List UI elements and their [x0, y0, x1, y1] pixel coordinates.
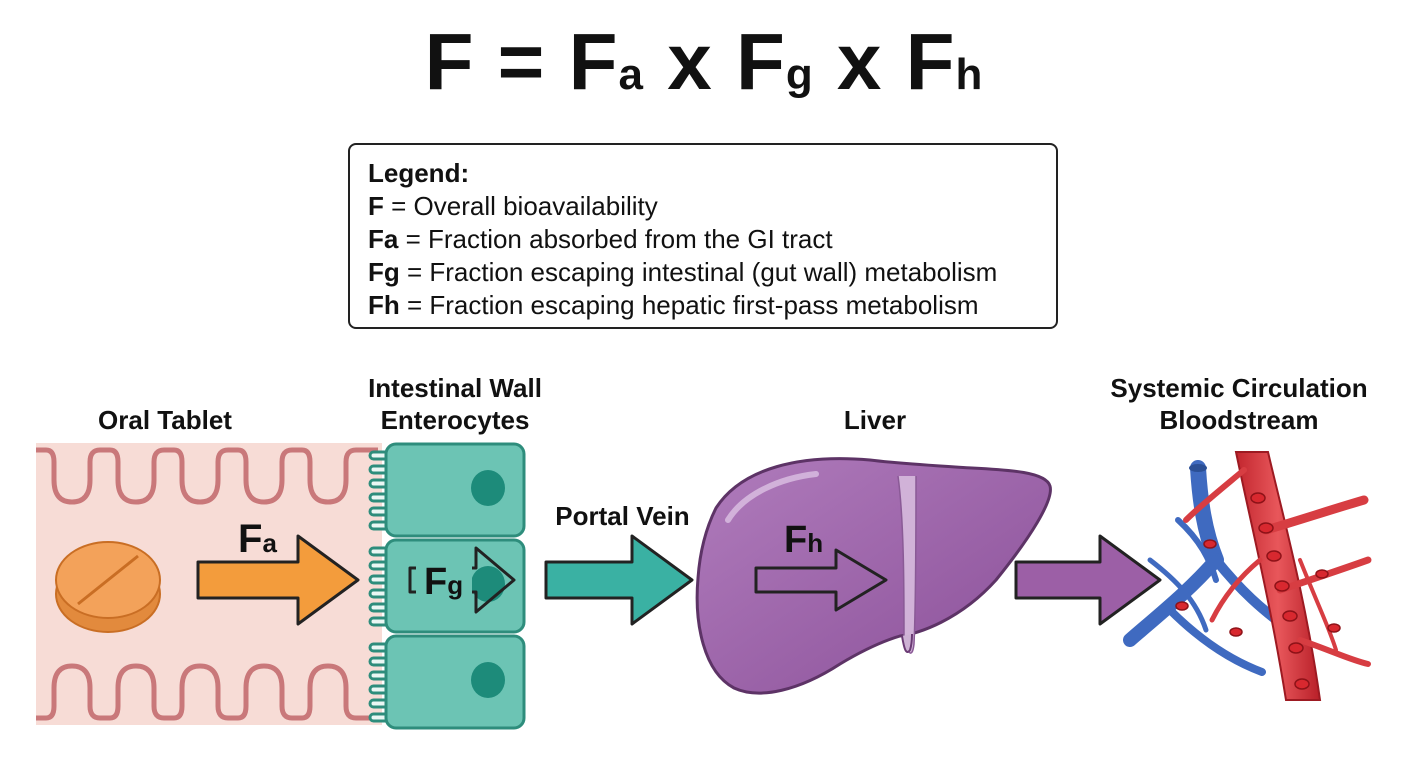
liver-organ — [695, 457, 1052, 695]
fa-label-main: F — [238, 517, 262, 561]
fa-label-sub: a — [262, 528, 277, 558]
vein-network — [1123, 460, 1295, 676]
portal-arrow-shape — [544, 534, 694, 626]
formula-equals: = — [474, 17, 569, 106]
label-intestinal-wall: Intestinal Wall Enterocytes — [340, 372, 570, 436]
formula-f: F — [424, 17, 475, 106]
nucleus-1 — [471, 470, 505, 506]
label-liver: Liver — [843, 405, 907, 435]
oral-tablet-pill — [55, 541, 161, 633]
fh-arrow-shape — [754, 548, 888, 612]
formula-fa-main: F — [568, 17, 619, 106]
formula-fa-sub: a — [618, 50, 644, 99]
legend-item-fh: Fh = Fraction escaping hepatic first-pas… — [368, 289, 1038, 322]
villi-top — [36, 447, 378, 505]
fa-arrow — [196, 534, 360, 626]
portal-vein-arrow — [544, 534, 694, 626]
label-portal-vein: Portal Vein — [555, 501, 690, 531]
fa-arrow-label: Fa — [238, 517, 277, 561]
legend-desc: = Fraction escaping hepatic first-pass m… — [399, 290, 979, 320]
legend-item-f: F = Overall bioavailability — [368, 190, 1038, 223]
fg-label-backdrop — [416, 558, 472, 602]
legend-term: Fg — [368, 257, 400, 287]
label-intestinal-wall-line2: Enterocytes — [380, 405, 530, 435]
liver-highlight — [725, 471, 819, 523]
bioavailability-formula: F = Fa x Fg x Fh — [0, 22, 1408, 102]
legend-title: Legend: — [368, 158, 470, 188]
label-intestinal-wall-line1: Intestinal Wall — [368, 373, 542, 403]
formula-fh-main: F — [905, 17, 956, 106]
fg-arrow — [408, 546, 516, 614]
enterocyte-cell-1 — [384, 442, 526, 538]
label-systemic-line2: Bloodstream — [1159, 405, 1319, 435]
legend-term: Fh — [368, 290, 400, 320]
formula-fh-sub: h — [955, 50, 984, 99]
legend-desc: = Fraction escaping intestinal (gut wall… — [399, 257, 998, 287]
systemic-arrow — [1014, 534, 1162, 626]
nucleus-3 — [471, 662, 505, 698]
formula-fg-main: F — [735, 17, 786, 106]
formula-fg-sub: g — [785, 50, 814, 99]
legend-item-fa: Fa = Fraction absorbed from the GI tract — [368, 223, 1038, 256]
blood-vessels — [1123, 451, 1372, 701]
fh-label-main: F — [784, 519, 807, 561]
legend-term: F — [368, 191, 384, 221]
label-oral-tablet: Oral Tablet — [98, 405, 232, 435]
legend-box: Legend: F = Overall bioavailability Fa =… — [348, 143, 1058, 329]
fg-arrow-label: Fg — [424, 561, 463, 603]
fg-label-main: F — [424, 561, 447, 603]
liver-gallbladder-tip — [901, 633, 913, 654]
label-systemic-line1: Systemic Circulation — [1110, 373, 1368, 403]
red-blood-cells — [1175, 492, 1341, 690]
legend-desc: = Fraction absorbed from the GI tract — [398, 224, 833, 254]
formula-times-1: x — [643, 17, 736, 106]
legend-item-fg: Fg = Fraction escaping intestinal (gut w… — [368, 256, 1038, 289]
fh-arrow-label: Fh — [784, 519, 823, 561]
formula-times-2: x — [813, 17, 906, 106]
villi-bottom — [36, 663, 378, 721]
fh-label-sub: h — [807, 528, 823, 558]
tablet-score-line — [77, 554, 139, 606]
enterocyte-cell-3 — [384, 634, 526, 730]
fg-label-sub: g — [447, 570, 463, 600]
systemic-arrow-shape — [1014, 534, 1162, 626]
liver-shape — [695, 457, 1052, 695]
vein-opening — [1189, 464, 1207, 472]
legend-desc: = Overall bioavailability — [383, 191, 658, 221]
fa-arrow-shape — [196, 534, 360, 626]
label-systemic-circulation: Systemic Circulation Bloodstream — [1098, 372, 1380, 436]
legend-term: Fa — [368, 224, 399, 254]
